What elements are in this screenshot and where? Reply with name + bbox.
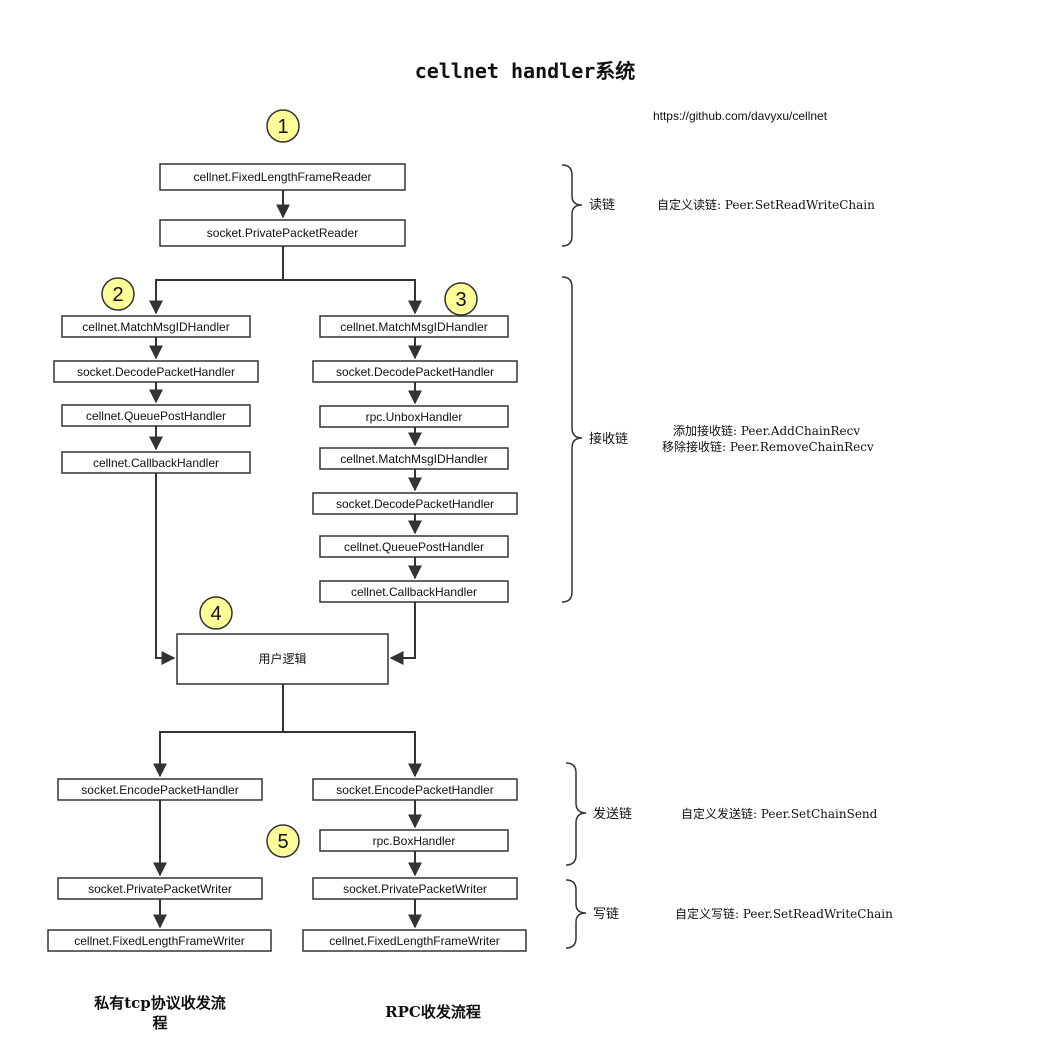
box-label: socket.DecodePacketHandler bbox=[336, 365, 494, 379]
repo-url[interactable]: https://github.com/davyxu/cellnet bbox=[653, 109, 828, 123]
split-send-right bbox=[283, 731, 422, 778]
page-title: cellnet handler系统 bbox=[415, 59, 636, 83]
box-label: socket.EncodePacketHandler bbox=[336, 783, 493, 797]
write-chain-label: 写链 bbox=[593, 906, 619, 921]
box-user-logic bbox=[176, 633, 389, 685]
box-right-queue-post bbox=[319, 535, 509, 558]
box-label: cellnet.QueuePostHandler bbox=[344, 540, 484, 554]
send-chain-note: 自定义发送链: Peer.SetChainSend bbox=[681, 806, 878, 821]
bracket-write bbox=[565, 879, 587, 949]
box-left-callback bbox=[61, 451, 251, 474]
box-right-unbox bbox=[319, 405, 509, 428]
box-right-decode-packet bbox=[312, 360, 518, 383]
box-label: cellnet.FixedLengthFrameWriter bbox=[74, 934, 245, 948]
box-label: cellnet.CallbackHandler bbox=[351, 585, 477, 599]
box-label: cellnet.FixedLengthFrameWriter bbox=[329, 934, 500, 948]
bracket-recv bbox=[561, 276, 583, 603]
box-label: rpc.BoxHandler bbox=[373, 834, 456, 848]
box-right-encode-packet bbox=[312, 778, 518, 801]
box-right-callback bbox=[319, 580, 509, 603]
box-right-fixed-length-frame-writer bbox=[302, 929, 527, 952]
marker-5 bbox=[266, 824, 300, 858]
footer-captions: 私有tcp协议收发流 程 RPC收发流程 bbox=[93, 994, 481, 1032]
caption-private-tcp: 私有tcp协议收发流 bbox=[93, 994, 226, 1012]
box-left-fixed-length-frame-writer bbox=[47, 929, 272, 952]
marker-3 bbox=[444, 282, 478, 316]
brackets bbox=[561, 164, 587, 949]
box-left-encode-packet bbox=[57, 778, 263, 801]
box-label: socket.PrivatePacketReader bbox=[207, 226, 358, 240]
recv-right-chain: cellnet.MatchMsgIDHandler socket.DecodeP… bbox=[312, 315, 518, 603]
marker-label: 2 bbox=[112, 284, 123, 306]
box-right-private-packet-writer bbox=[312, 877, 518, 900]
box-left-private-packet-writer bbox=[57, 877, 263, 900]
box-label: socket.EncodePacketHandler bbox=[81, 783, 238, 797]
box-label: rpc.UnboxHandler bbox=[366, 410, 463, 424]
box-label: socket.PrivatePacketWriter bbox=[88, 882, 232, 896]
user-logic: 用户逻辑 bbox=[176, 633, 389, 685]
marker-label: 3 bbox=[455, 289, 466, 311]
send-left-chain: socket.EncodePacketHandler socket.Privat… bbox=[47, 778, 272, 952]
box-fixed-length-frame-reader bbox=[159, 163, 406, 191]
box-label: socket.DecodePacketHandler bbox=[77, 365, 235, 379]
box-left-queue-post bbox=[61, 404, 251, 427]
split-recv-right bbox=[283, 279, 422, 315]
box-label: socket.PrivatePacketWriter bbox=[343, 882, 487, 896]
read-chain: cellnet.FixedLengthFrameReader socket.Pr… bbox=[159, 163, 406, 247]
marker-4 bbox=[199, 596, 233, 630]
box-right-match-msgid bbox=[319, 315, 509, 338]
write-chain-note: 自定义写链: Peer.SetReadWriteChain bbox=[675, 906, 893, 921]
box-label: cellnet.FixedLengthFrameReader bbox=[193, 170, 371, 184]
read-chain-label: 读链 bbox=[589, 197, 615, 212]
send-right-chain: socket.EncodePacketHandler rpc.BoxHandle… bbox=[302, 778, 527, 952]
split-recv bbox=[149, 246, 284, 315]
caption-private-tcp-cont: 程 bbox=[152, 1014, 167, 1032]
box-left-decode-packet bbox=[53, 360, 259, 383]
box-label: cellnet.MatchMsgIDHandler bbox=[340, 452, 487, 466]
marker-2 bbox=[101, 277, 135, 311]
send-chain-label: 发送链 bbox=[593, 806, 632, 821]
connectors bbox=[149, 190, 422, 929]
box-left-match-msgid bbox=[61, 315, 251, 338]
recv-chain-label: 接收链 bbox=[589, 431, 628, 446]
box-private-packet-reader bbox=[159, 219, 406, 247]
marker-1 bbox=[266, 109, 300, 143]
bracket-annotations: 读链 自定义读链: Peer.SetReadWriteChain 接收链 添加接… bbox=[589, 197, 893, 921]
marker-label: 5 bbox=[277, 831, 288, 853]
read-chain-note: 自定义读链: Peer.SetReadWriteChain bbox=[657, 197, 875, 212]
step-markers: 1 2 3 4 5 bbox=[101, 109, 478, 858]
arrow-left-to-user bbox=[155, 472, 176, 665]
box-label: cellnet.CallbackHandler bbox=[93, 456, 219, 470]
box-label: socket.DecodePacketHandler bbox=[336, 497, 494, 511]
box-right-match-msgid-2 bbox=[319, 447, 509, 470]
box-right-decode-packet-2 bbox=[312, 492, 518, 515]
box-label: cellnet.MatchMsgIDHandler bbox=[82, 320, 229, 334]
marker-label: 1 bbox=[277, 116, 288, 138]
recv-chain-note-add: 添加接收链: Peer.AddChainRecv bbox=[673, 423, 860, 438]
recv-left-chain: cellnet.MatchMsgIDHandler socket.DecodeP… bbox=[53, 315, 259, 474]
bracket-send bbox=[565, 762, 587, 866]
box-label: cellnet.QueuePostHandler bbox=[86, 409, 226, 423]
arrow-right-to-user bbox=[389, 601, 416, 665]
recv-chain-note-remove: 移除接收链: Peer.RemoveChainRecv bbox=[662, 439, 874, 454]
caption-rpc: RPC收发流程 bbox=[385, 1003, 481, 1021]
marker-label: 4 bbox=[210, 603, 221, 625]
box-right-box-handler bbox=[319, 829, 509, 852]
box-label: 用户逻辑 bbox=[258, 651, 306, 666]
bracket-read bbox=[561, 164, 583, 247]
split-send-left bbox=[153, 684, 284, 778]
box-label: cellnet.MatchMsgIDHandler bbox=[340, 320, 487, 334]
